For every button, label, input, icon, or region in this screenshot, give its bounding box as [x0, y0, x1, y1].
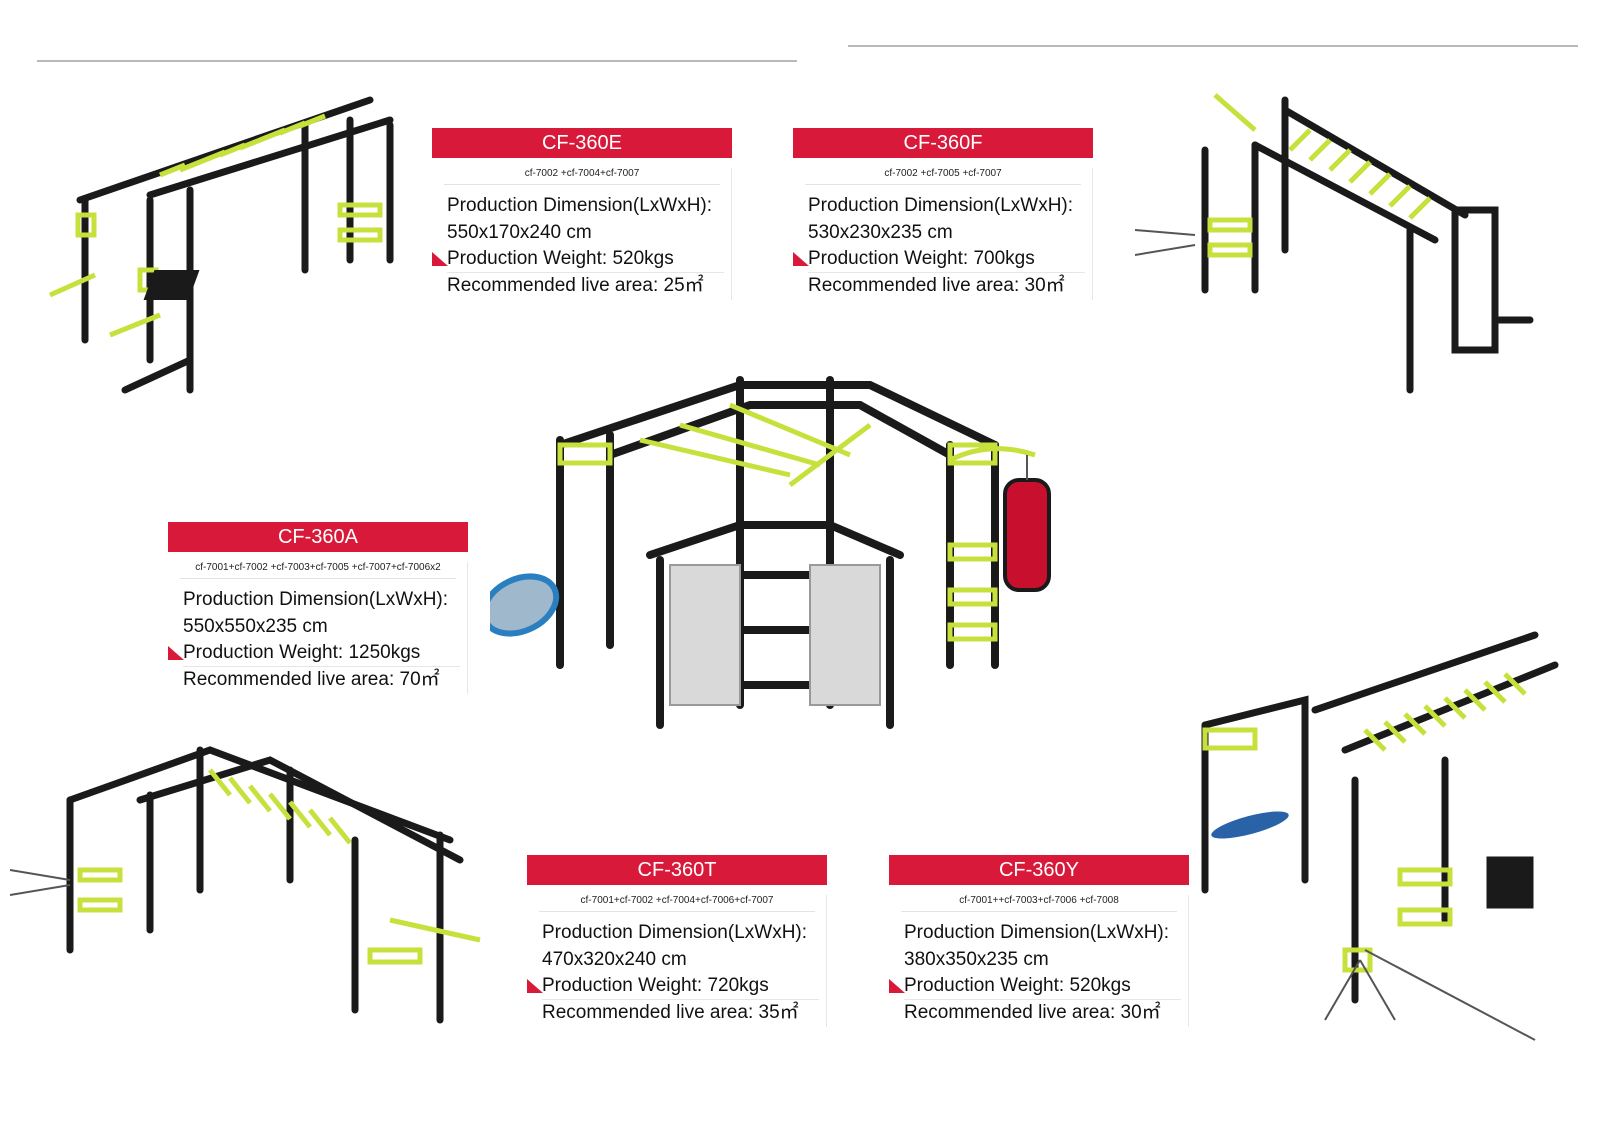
dimension-label: Production Dimension(LxWxH): — [447, 195, 713, 216]
card-edge-line — [467, 562, 468, 694]
top-divider-right — [848, 45, 1578, 47]
model-title: CF-360F — [793, 128, 1093, 158]
dimension-label: Production Dimension(LxWxH): — [542, 922, 808, 943]
red-marker — [527, 979, 543, 993]
card-edge-line — [826, 895, 827, 1027]
separator-line — [808, 272, 1085, 273]
dimension-value: 550x550x235 cm — [183, 615, 328, 637]
component-codes: cf-7002 +cf-7005 +cf-7007 — [805, 158, 1081, 185]
card-edge-line — [731, 168, 732, 300]
separator-line — [904, 999, 1181, 1000]
weight-line: Production Weight: 700kgs — [808, 248, 1035, 269]
area-line: Recommended live area: 25㎡ — [447, 274, 704, 296]
weight-line: Production Weight: 520kgs — [447, 248, 674, 269]
rig-image-cf360y — [1201, 631, 1559, 1041]
dimension-value: 470x320x240 cm — [542, 948, 687, 970]
model-title: CF-360A — [168, 522, 468, 552]
red-marker — [889, 979, 905, 993]
dimension-value: 380x350x235 cm — [904, 948, 1049, 970]
spec-card-cf360y: CF-360Y cf-7001++cf-7003+cf-7006 +cf-700… — [889, 855, 1189, 1035]
red-marker — [168, 646, 184, 660]
component-codes: cf-7001+cf-7002 +cf-7004+cf-7006+cf-7007 — [539, 885, 815, 912]
area-line: Recommended live area: 30㎡ — [904, 1001, 1161, 1023]
rig-image-cf360e — [48, 96, 394, 394]
component-codes: cf-7002 +cf-7004+cf-7007 — [444, 158, 720, 185]
spec-card-cf360f: CF-360F cf-7002 +cf-7005 +cf-7007 Produc… — [793, 128, 1093, 308]
weight-line: Production Weight: 520kgs — [904, 975, 1131, 996]
separator-line — [447, 272, 724, 273]
rig-image-cf360a — [490, 376, 1051, 729]
red-marker — [793, 252, 809, 266]
component-codes: cf-7001+cf-7002 +cf-7003+cf-7005 +cf-700… — [180, 552, 456, 579]
weight-line: Production Weight: 1250kgs — [183, 642, 421, 663]
card-edge-line — [1188, 895, 1189, 1027]
model-title: CF-360T — [527, 855, 827, 885]
top-divider-left — [37, 60, 797, 62]
card-edge-line — [1092, 168, 1093, 300]
weight-line: Production Weight: 720kgs — [542, 975, 769, 996]
spec-card-cf360e: CF-360E cf-7002 +cf-7004+cf-7007 Product… — [432, 128, 732, 308]
dimension-label: Production Dimension(LxWxH): — [904, 922, 1170, 943]
dimension-label: Production Dimension(LxWxH): — [183, 589, 449, 610]
rig-image-cf360f — [1135, 93, 1534, 394]
model-title: CF-360E — [432, 128, 732, 158]
dimension-value: 550x170x240 cm — [447, 221, 592, 243]
area-line: Recommended live area: 30㎡ — [808, 274, 1065, 296]
dimension-label: Production Dimension(LxWxH): — [808, 195, 1074, 216]
red-marker — [432, 252, 448, 266]
area-line: Recommended live area: 70㎡ — [183, 668, 440, 690]
area-line: Recommended live area: 35㎡ — [542, 1001, 799, 1023]
spec-card-cf360t: CF-360T cf-7001+cf-7002 +cf-7004+cf-7006… — [527, 855, 827, 1035]
dimension-value: 530x230x235 cm — [808, 221, 953, 243]
rig-image-cf360t — [10, 746, 481, 1024]
model-title: CF-360Y — [889, 855, 1189, 885]
separator-line — [542, 999, 819, 1000]
spec-card-cf360a: CF-360A cf-7001+cf-7002 +cf-7003+cf-7005… — [168, 522, 468, 702]
separator-line — [183, 666, 460, 667]
component-codes: cf-7001++cf-7003+cf-7006 +cf-7008 — [901, 885, 1177, 912]
